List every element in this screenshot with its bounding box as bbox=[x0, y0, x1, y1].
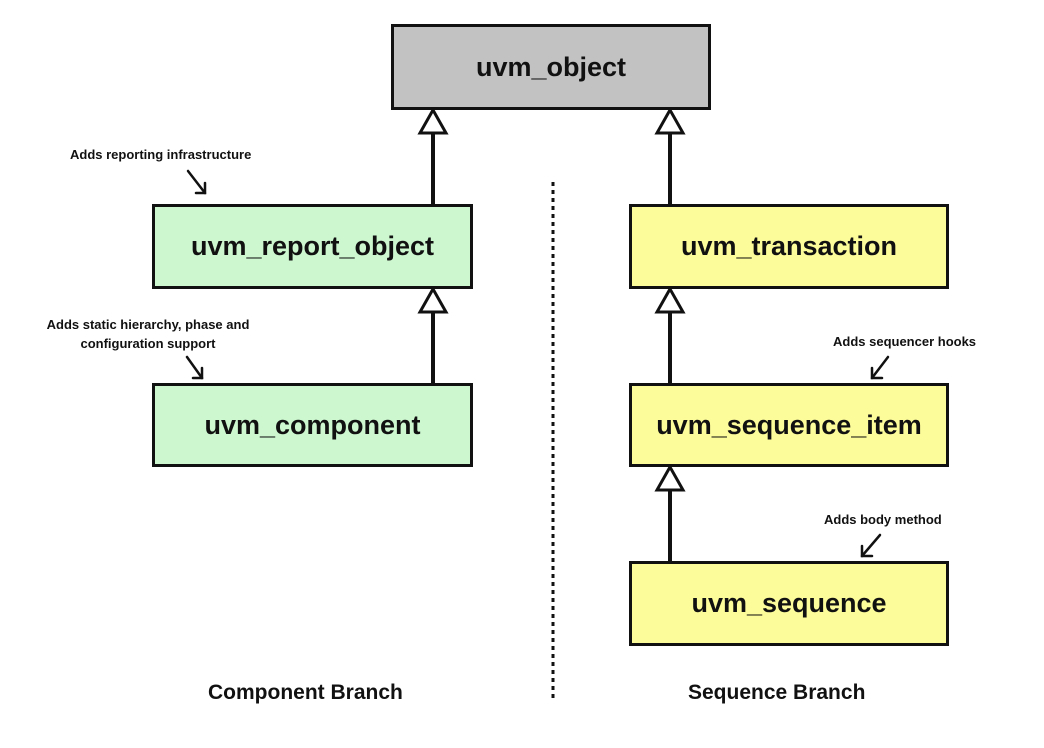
class-box-uvm-sequence-item: uvm_sequence_item bbox=[629, 383, 949, 467]
branch-label-component: Component Branch bbox=[208, 681, 403, 704]
branch-label-sequence: Sequence Branch bbox=[688, 681, 866, 704]
class-label-uvm-component: uvm_component bbox=[204, 409, 421, 440]
annotation-component: Adds static hierarchy, phase and configu… bbox=[18, 315, 278, 353]
annotation-report-object: Adds reporting infrastructure bbox=[70, 147, 252, 162]
pointer-arrow-sequence-item bbox=[870, 355, 890, 380]
inherit-arrowhead-report-object bbox=[417, 106, 449, 135]
class-box-uvm-sequence: uvm_sequence bbox=[629, 561, 949, 646]
inherit-arrowhead-sequence-item bbox=[654, 285, 686, 314]
class-label-uvm-sequence: uvm_sequence bbox=[691, 588, 887, 618]
pointer-arrow-component bbox=[185, 355, 204, 380]
pointer-arrow-report-object bbox=[186, 169, 207, 195]
class-box-uvm-transaction: uvm_transaction bbox=[629, 204, 949, 289]
class-label-uvm-object: uvm_object bbox=[475, 51, 627, 82]
annotation-sequence: Adds body method bbox=[824, 512, 942, 527]
inherit-arrowhead-transaction bbox=[654, 106, 686, 135]
annotation-sequence-item: Adds sequencer hooks bbox=[833, 334, 977, 349]
inherit-arrowhead-component bbox=[417, 285, 449, 314]
class-label-uvm-sequence-item: uvm_sequence_item bbox=[656, 409, 922, 440]
class-box-uvm-object: uvm_object bbox=[391, 24, 711, 110]
class-box-uvm-component: uvm_component bbox=[152, 383, 473, 467]
annotation-component-line2: configuration support bbox=[80, 336, 216, 351]
inherit-arrowhead-sequence bbox=[654, 463, 686, 492]
class-label-uvm-transaction: uvm_transaction bbox=[680, 231, 898, 261]
class-label-uvm-report-object: uvm_report_object bbox=[190, 231, 435, 261]
class-box-uvm-report-object: uvm_report_object bbox=[152, 204, 473, 289]
pointer-arrow-sequence bbox=[860, 533, 882, 558]
annotation-component-line1: Adds static hierarchy, phase and bbox=[46, 317, 250, 332]
